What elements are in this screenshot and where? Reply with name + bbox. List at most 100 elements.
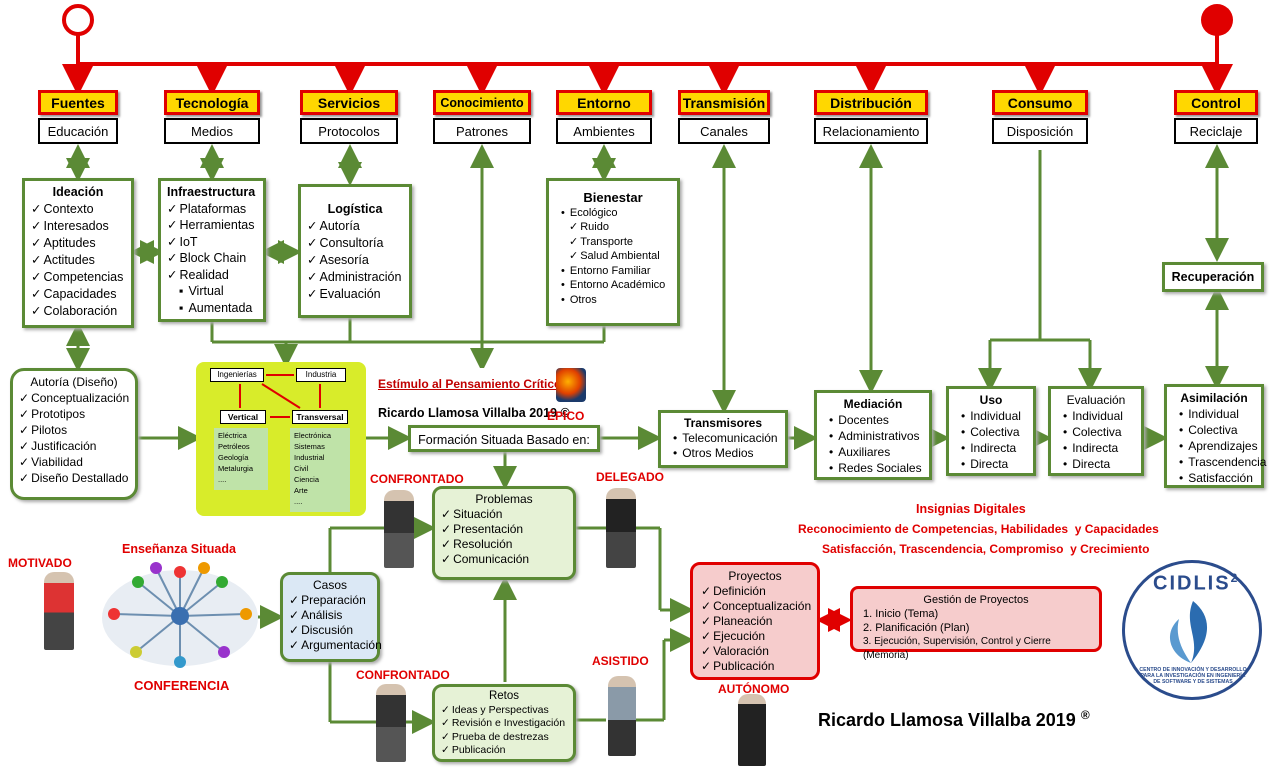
list-item: Diseño Destallado <box>19 470 129 486</box>
ideacion-box: Ideación Contexto Interesados Aptitudes … <box>22 178 134 328</box>
insignias-title: Insignias Digitales <box>916 502 1026 516</box>
list-item: Valoración <box>701 644 809 659</box>
transmisores-title: Transmisores <box>683 416 763 430</box>
list-item: 2. Planificación (Plan) <box>863 622 970 634</box>
panel-arrows <box>239 374 321 418</box>
asimilacion-box: Asimilación Individual Colectiva Aprendi… <box>1164 384 1266 488</box>
end-circle <box>1201 4 1233 36</box>
ingenierias-box: Ingenierías <box>210 368 264 382</box>
casos-box: Casos Preparación Análisis Discusión Arg… <box>280 572 382 662</box>
header-distribucion: Distribución <box>814 90 928 115</box>
autoria-title: Autoría (Diseño) <box>30 375 118 389</box>
list-item: Ecológico <box>561 206 671 221</box>
uso-title: Uso <box>979 393 1003 407</box>
autoria-box: Autoría (Diseño) Conceptualización Proto… <box>10 368 138 500</box>
list-item: Asesoría <box>307 252 403 269</box>
list-item: Colaboración <box>31 303 125 320</box>
list-item: Colectiva <box>1063 424 1135 440</box>
list-item: Justificación <box>19 438 129 454</box>
cidlis-logo: CIDLIS2 CENTRO DE INNOVACIÓN Y DESARROLL… <box>1122 560 1262 700</box>
list-item: Pilotos <box>19 422 129 438</box>
list-item: Metalurgia <box>218 464 254 473</box>
list-item: Individual <box>961 408 1027 424</box>
bienestar-box: Bienestar Ecológico Ruido Transporte Sal… <box>546 178 680 326</box>
list-item: Directa <box>961 456 1027 472</box>
list-item: Presentación <box>441 522 567 537</box>
subheader-reciclaje: Reciclaje <box>1174 118 1258 144</box>
logistica-title: Logística <box>327 202 383 216</box>
subheader-patrones: Patrones <box>433 118 531 144</box>
list-item: Comunicación <box>441 552 567 567</box>
list-item: Realidad <box>167 267 257 284</box>
vertical-list: Eléctrica Petróleos Geología Metalurgia … <box>214 428 268 490</box>
list-item: Administración <box>307 269 403 286</box>
list-item: Preparación <box>289 593 371 608</box>
subheader-canales: Canales <box>678 118 770 144</box>
list-item: Satisfacción <box>1179 470 1255 486</box>
header-transmision: Transmisión <box>678 90 770 115</box>
header-entorno: Entorno <box>556 90 652 115</box>
evaluacion-box: Evaluación Individual Colectiva Indirect… <box>1048 386 1144 476</box>
disciplines-panel: Ingenierías Industria Vertical Transvers… <box>196 362 366 516</box>
uso-box: Uso Individual Colectiva Indirecta Direc… <box>946 386 1036 476</box>
list-item: Ruido <box>569 220 671 235</box>
list-item: Conceptualización <box>701 599 811 614</box>
start-circle <box>62 4 94 36</box>
list-item: Ideas y Perspectivas <box>441 704 567 718</box>
infraestructura-box: Infraestructura Plataformas Herramientas… <box>158 178 266 322</box>
person-asistido-image <box>608 676 636 756</box>
list-item: Herramientas <box>167 217 257 234</box>
list-item: Autoría <box>307 218 403 235</box>
list-item: Interesados <box>31 218 125 235</box>
gestion-box: Gestión de Proyectos 1. Inicio (Tema) 2.… <box>850 586 1102 661</box>
infraestructura-title: Infraestructura <box>167 185 256 199</box>
motivado-label: MOTIVADO <box>8 556 72 570</box>
confrontado-label-top: CONFRONTADO <box>370 472 464 486</box>
header-tecnologia: Tecnología <box>164 90 260 115</box>
list-item: Sistemas <box>294 442 325 451</box>
subheader-relacionamiento: Relacionamiento <box>814 118 928 144</box>
list-item: Colectiva <box>961 424 1027 440</box>
retos-box: Retos Ideas y Perspectivas Revisión e In… <box>432 684 576 762</box>
person-autonomo-image <box>738 694 766 766</box>
list-item: Otros <box>561 293 671 308</box>
epico-label: ÉPICO <box>547 409 585 423</box>
header-control: Control <box>1174 90 1258 115</box>
list-item: Colectiva <box>1179 422 1255 438</box>
estimulo-banner: Estímulo al Pensamiento Crítico <box>376 368 586 402</box>
logistica-box: Logística Autoría Consultoría Asesoría A… <box>298 184 412 318</box>
person-confrontado-bottom-image <box>376 684 406 762</box>
list-item: Argumentación <box>289 638 382 653</box>
list-item: Resolución <box>441 537 567 552</box>
list-item: Análisis <box>289 608 371 623</box>
transversal-list: Electrónica Sistemas Industrial Civil Ci… <box>290 428 350 512</box>
list-item: Arte <box>294 486 308 495</box>
list-item: Civil <box>294 464 309 473</box>
evaluacion-title: Evaluación <box>1066 393 1126 407</box>
subheader-ambientes: Ambientes <box>556 118 652 144</box>
estimulo-author: Ricardo Llamosa Villalba 2019 © <box>378 406 570 420</box>
list-item: Virtual <box>179 283 257 300</box>
list-item: Conceptualización <box>19 390 129 406</box>
cidlis-ring-text: CENTRO DE INNOVACIÓN Y DESARROLLO PARA L… <box>1139 667 1247 685</box>
list-item: Revisión e Investigación <box>441 717 567 731</box>
header-conocimiento: Conocimiento <box>433 90 531 115</box>
list-item: Directa <box>1063 456 1135 472</box>
header-fuentes: Fuentes <box>38 90 118 115</box>
list-item: Industrial <box>294 453 325 462</box>
industria-box: Industria <box>296 368 346 382</box>
registered-mark: ® <box>1080 708 1090 722</box>
list-item: Publicación <box>441 744 567 758</box>
list-item: Actitudes <box>31 252 125 269</box>
list-item: Prototipos <box>19 406 129 422</box>
list-item: 3. Ejecución, Supervisión, Control y Cie… <box>863 636 1051 661</box>
signature-text: Ricardo Llamosa Villalba 2019 <box>818 710 1076 730</box>
asistido-label: ASISTIDO <box>592 654 649 668</box>
proyectos-box: Proyectos Definición Conceptualización P… <box>690 562 820 680</box>
subheader-educacion: Educación <box>38 118 118 144</box>
list-item: Ejecución <box>701 629 809 644</box>
problemas-box: Problemas Situación Presentación Resoluc… <box>432 486 576 580</box>
list-item: Publicación <box>701 659 809 674</box>
list-item: Telecomunicación <box>673 431 779 446</box>
